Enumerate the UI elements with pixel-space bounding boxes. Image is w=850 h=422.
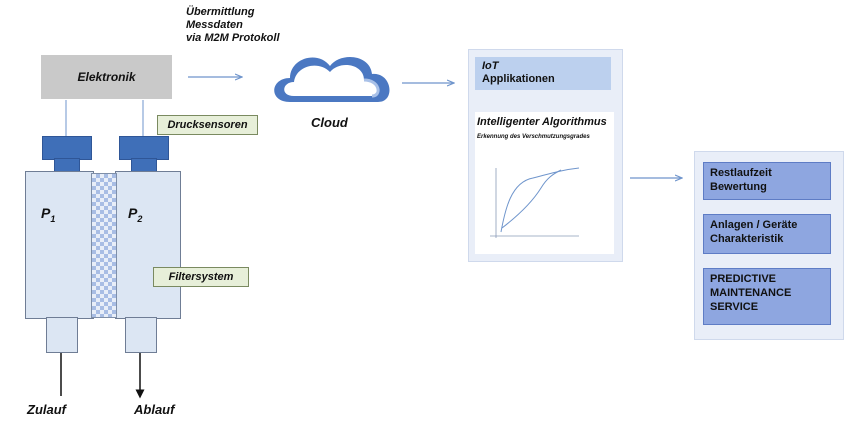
inlet-label: Zulauf bbox=[27, 402, 66, 417]
transmission-line-3: via M2M Protokoll bbox=[186, 32, 280, 44]
cloud-icon bbox=[274, 56, 390, 102]
inlet-pipe bbox=[46, 317, 78, 353]
algorithm-box: Intelligenter Algorithmus Erkennung des … bbox=[475, 112, 614, 254]
outlet-pipe bbox=[125, 317, 157, 353]
filter-system-label: Filtersystem bbox=[168, 271, 234, 283]
iot-head-line-1: IoT bbox=[482, 60, 499, 72]
outlet-label: Ablauf bbox=[134, 402, 175, 417]
filter-tank-left bbox=[25, 171, 94, 319]
transmission-line-2: Messdaten bbox=[186, 19, 243, 31]
chart-curve-1 bbox=[500, 167, 580, 233]
remaining-life-item: Restlaufzeit Bewertung bbox=[703, 162, 831, 200]
electronics-box: Elektronik bbox=[41, 55, 172, 99]
pressure-sensors-label: Drucksensoren bbox=[167, 119, 248, 131]
p1-sub: 1 bbox=[50, 213, 56, 224]
p2-sub: 2 bbox=[137, 213, 143, 224]
transmission-text: Übermittlung Messdaten via M2M Protokoll bbox=[186, 6, 280, 45]
degradation-curve-chart bbox=[490, 167, 580, 238]
electronics-label: Elektronik bbox=[77, 70, 136, 84]
pressure-sensors-tag: Drucksensoren bbox=[157, 115, 258, 135]
pressure-sensor-left bbox=[42, 136, 92, 160]
filter-tank-right bbox=[115, 171, 181, 319]
predictive-maintenance-item: PREDICTIVE MAINTENANCE SERVICE bbox=[703, 268, 831, 325]
p1-base: P bbox=[41, 205, 51, 221]
equipment-characteristics-item: Anlagen / Geräte Charakteristik bbox=[703, 214, 831, 254]
algorithm-subtitle: Erkennung des Verschmutzungsgrades bbox=[477, 134, 590, 140]
pressure-sensor-right bbox=[119, 136, 169, 160]
cloud-label: Cloud bbox=[311, 115, 348, 130]
algorithm-title: Intelligenter Algorithmus bbox=[477, 116, 607, 128]
pressure-label-p2: P2 bbox=[128, 205, 142, 224]
filter-system-tag: Filtersystem bbox=[153, 267, 249, 287]
pressure-label-p1: P1 bbox=[41, 205, 55, 224]
p2-base: P bbox=[128, 205, 138, 221]
transmission-line-1: Übermittlung bbox=[186, 6, 255, 18]
iot-head-line-2: Applikationen bbox=[482, 73, 555, 85]
filter-membrane bbox=[91, 173, 117, 318]
chart-curve-2 bbox=[501, 169, 562, 229]
iot-header: IoT Applikationen bbox=[475, 57, 611, 90]
